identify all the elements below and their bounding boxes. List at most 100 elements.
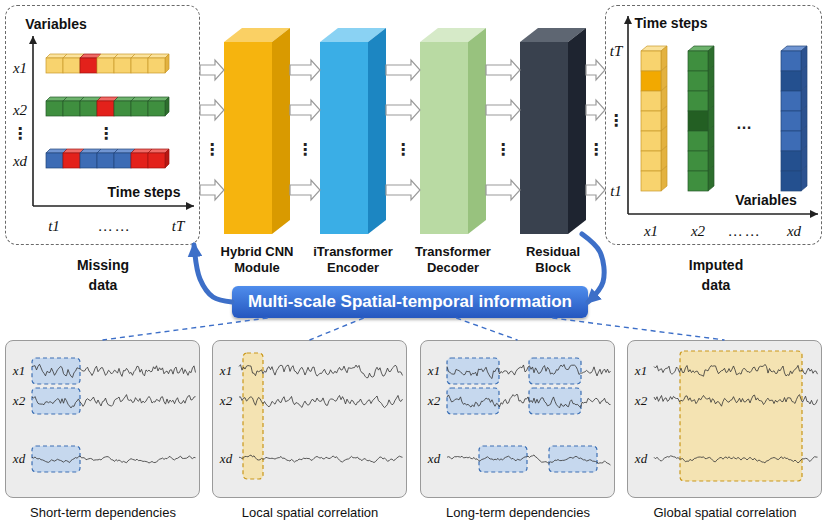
data-cell [46, 101, 63, 116]
node-label: Time steps [621, 15, 721, 32]
data-cell [80, 58, 97, 73]
axis-label: xd [13, 451, 25, 467]
data-cell [46, 58, 63, 73]
data-cell [781, 131, 801, 151]
block-side [272, 28, 290, 234]
highlight-window [32, 358, 80, 384]
block-side [468, 28, 486, 234]
data-cell [688, 131, 708, 151]
data-cell [114, 101, 131, 116]
illustration [628, 341, 823, 499]
ellipsis-mark: … [736, 114, 752, 133]
axis-label: xd [635, 451, 647, 467]
data-cell [641, 111, 661, 131]
axis-label: xd [13, 152, 27, 170]
cell-side [165, 54, 169, 73]
block-side [568, 28, 586, 234]
block-front [520, 42, 568, 234]
axis-label: x2 [13, 101, 27, 119]
flow-arrow [586, 60, 605, 200]
signal-trace [32, 395, 196, 408]
highlight-window [447, 358, 499, 384]
axis-label: tT [610, 42, 623, 60]
data-cell [781, 151, 801, 171]
cell-side [165, 97, 169, 116]
block-front [420, 42, 468, 234]
module-block: Residual Block [520, 28, 586, 234]
signal-trace [239, 395, 403, 407]
axis-label: x2 [635, 393, 647, 409]
dashed-link [552, 318, 724, 340]
data-cell [781, 171, 801, 191]
ellipsis-mark: ⋮ [98, 124, 114, 143]
cell-side [708, 166, 714, 191]
data-cell [781, 91, 801, 111]
data-cell [63, 58, 80, 73]
pattern-panel: Long-term dependenciesx1x2xd [420, 340, 615, 498]
cell-side [165, 149, 169, 168]
illustration [6, 341, 201, 499]
data-cell [641, 171, 661, 191]
data-cell [641, 131, 661, 151]
axis-line [33, 205, 194, 207]
node-label: Residual Block [511, 244, 596, 275]
flow-arrow [386, 60, 420, 200]
node-label: Long-term dependencies [408, 505, 628, 521]
axis-label: x1 [13, 363, 25, 379]
module-block: iTransformer Encoder [320, 28, 386, 234]
data-cell [114, 153, 131, 168]
pattern-panel: Local spatial correlationx1x2xd [212, 340, 407, 498]
data-cell [688, 91, 708, 111]
data-cell [63, 153, 80, 168]
data-cell [641, 51, 661, 71]
flow-arrow [486, 60, 520, 200]
illustration [213, 341, 408, 499]
signal-trace [239, 365, 403, 378]
axis-label: xd [428, 451, 440, 467]
dashed-link [310, 318, 364, 340]
data-cell [688, 111, 708, 131]
illustration [520, 28, 586, 234]
node-label: Variables [11, 16, 101, 33]
block-front [320, 42, 368, 234]
axis-label: x1 [428, 363, 440, 379]
data-cell [131, 153, 148, 168]
signal-trace [447, 455, 611, 465]
data-cell [97, 58, 114, 73]
ellipsis-mark: ⋮ [495, 140, 511, 159]
axis-label: x2 [691, 222, 705, 240]
node-label: Time steps [89, 184, 199, 201]
node-label: Short-term dependencies [0, 505, 213, 521]
axis-arrowhead [810, 210, 818, 218]
data-cell [131, 101, 148, 116]
block-side [368, 28, 386, 234]
data-cell [688, 171, 708, 191]
ellipsis-mark: ⋮ [608, 111, 624, 130]
data-cell [688, 71, 708, 91]
axis-label: x1 [644, 222, 658, 240]
dashed-link [103, 318, 268, 340]
signal-trace [32, 364, 196, 377]
band-title: Multi-scale Spatial-temporal information [232, 292, 588, 312]
data-cell [148, 58, 165, 73]
axis-label: t1 [48, 217, 60, 235]
highlight-window [549, 446, 597, 472]
info-band: Multi-scale Spatial-temporal information [232, 286, 588, 318]
data-cell [80, 101, 97, 116]
node-label: Global spatial correlation [615, 505, 827, 521]
axis-arrowhead [186, 202, 194, 210]
node-label: Local spatial correlation [200, 505, 420, 521]
axis-label: x2 [220, 393, 232, 409]
axis-arrowhead [29, 36, 37, 44]
axis-label: … … [729, 222, 759, 240]
highlight-window [32, 388, 80, 414]
node-label: Hybrid CNN Module [213, 244, 301, 275]
signal-trace [447, 395, 611, 408]
data-cell [114, 58, 131, 73]
data-cell [131, 58, 148, 73]
module-block: Hybrid CNN Module [224, 28, 290, 234]
data-cell [781, 51, 801, 71]
data-cell [641, 151, 661, 171]
cell-side [661, 166, 667, 191]
axis-label: x1 [635, 363, 647, 379]
